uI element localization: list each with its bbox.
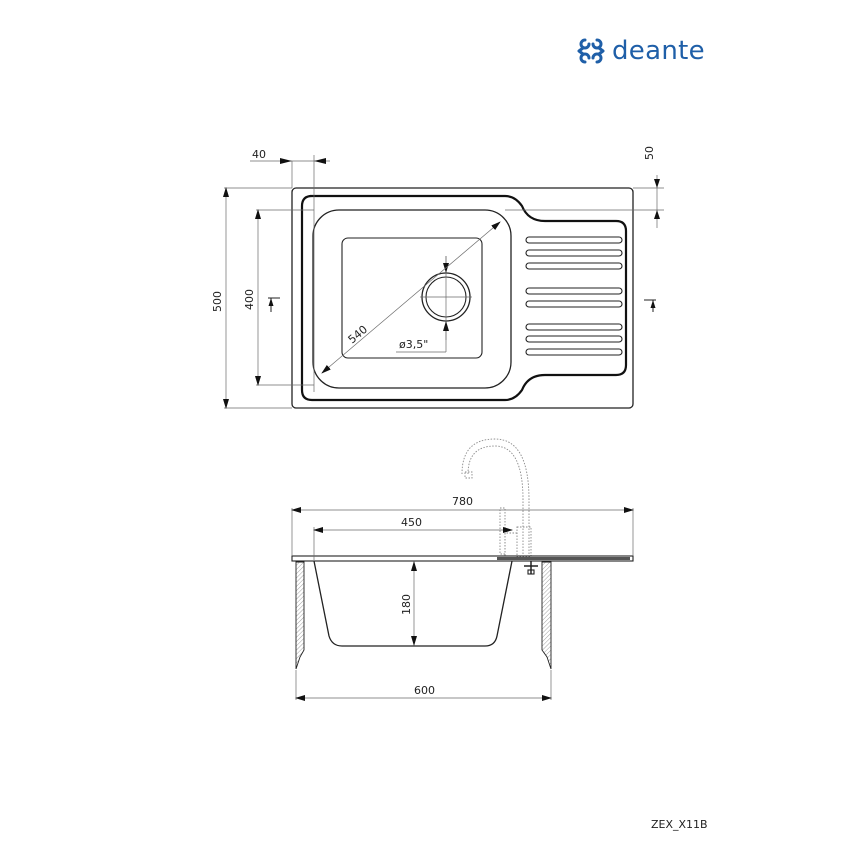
sink-bowl-profile — [313, 560, 513, 647]
side-view: 780 450 180 600 — [291, 438, 634, 701]
dim-overall-width-780: 780 — [452, 495, 473, 508]
top-view: 40 50 500 400 540 ø3,5" — [211, 146, 664, 409]
dim-bowl-depth-400: 400 — [243, 289, 256, 310]
drainboard-grooves — [525, 236, 623, 356]
dim-flange-50: 50 — [643, 146, 656, 160]
cabinet-wall-left — [295, 561, 305, 670]
dim-cabinet-width-600: 600 — [414, 684, 435, 697]
brand-name: deante — [612, 36, 705, 66]
dim-bowl-width-450: 450 — [401, 516, 422, 529]
dim-bowl-diagonal-540: 540 — [346, 323, 370, 346]
dim-drain-diameter: ø3,5" — [399, 338, 428, 351]
sink-bowl — [312, 209, 512, 389]
sink-rim — [300, 194, 628, 402]
dim-bowl-height-180: 180 — [400, 594, 413, 615]
dim-flange-40: 40 — [252, 148, 266, 161]
deante-logo-icon — [577, 38, 605, 64]
cabinet-wall-right — [541, 561, 552, 670]
brand-logo: deante — [576, 34, 705, 68]
sink-outline — [291, 187, 634, 409]
dim-overall-depth-500: 500 — [211, 291, 224, 312]
drawing-code: ZEX_X11B — [651, 818, 708, 831]
countertop — [291, 555, 634, 562]
